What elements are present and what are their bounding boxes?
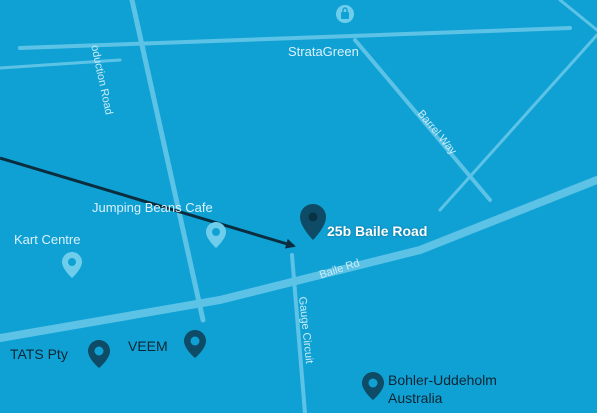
poi-label-jumping-beans[interactable]: Jumping Beans Cafe — [92, 200, 213, 215]
production-road-line — [129, 0, 206, 323]
poi-label-bohler-line1[interactable]: Bohler-Uddeholm — [388, 372, 497, 388]
poi-label-bohler-line2[interactable]: Australia — [388, 390, 443, 406]
far-right-street-line — [558, 0, 597, 32]
location-pin-icon[interactable] — [362, 372, 384, 400]
address-label[interactable]: 25b Baile Road — [327, 223, 428, 239]
side-street-line — [438, 33, 597, 212]
cafe-pin-icon[interactable] — [206, 222, 226, 248]
poi-label-stratagreen[interactable]: StrataGreen — [288, 44, 359, 59]
baile-road-line — [0, 176, 597, 342]
poi-label-veem[interactable]: VEEM — [128, 338, 168, 354]
kart-pin-icon[interactable] — [62, 252, 82, 278]
barrel-way-line — [353, 38, 492, 202]
location-pin-icon[interactable] — [88, 340, 110, 368]
gauge-circuit-line — [290, 253, 307, 413]
location-pin-icon[interactable] — [184, 330, 206, 358]
poi-label-kart-centre[interactable]: Kart Centre — [14, 232, 81, 247]
pointer-arrow — [0, 156, 296, 249]
map-marker-icon[interactable] — [300, 204, 326, 240]
top-street-line — [18, 26, 572, 50]
shopping-bag-icon[interactable] — [336, 5, 354, 23]
poi-label-stats[interactable]: TATS Pty — [10, 346, 68, 362]
upper-left-street-line — [0, 58, 122, 70]
